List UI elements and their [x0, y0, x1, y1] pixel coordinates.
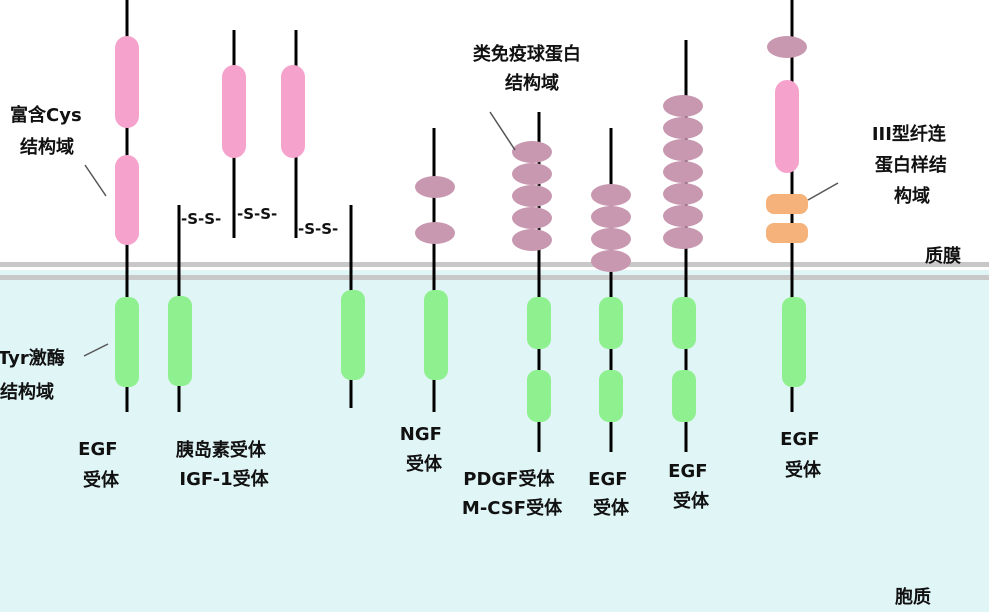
kinase-domain-split — [527, 370, 551, 422]
kinase-domain — [168, 296, 192, 386]
cys-domain — [115, 36, 139, 128]
ig-domain — [663, 161, 703, 183]
membrane-line-inner — [0, 275, 989, 280]
ig-domain — [663, 95, 703, 117]
kinase-domain — [115, 297, 139, 387]
ig-domain — [663, 139, 703, 161]
ig-domain — [415, 176, 455, 198]
receptor-egf-4 — [766, 0, 808, 412]
receptor-egf-2 — [591, 128, 631, 452]
ig-domain — [591, 228, 631, 250]
ig-domain — [591, 206, 631, 228]
disulfide-bond-1: -S-S- — [181, 210, 221, 228]
caption-insulin: 胰岛素受体 IGF-1受体 — [175, 439, 272, 490]
cys-domain — [115, 155, 139, 245]
pointer-kinase — [83, 343, 109, 357]
ig-domain — [663, 117, 703, 139]
ig-domain — [512, 207, 552, 229]
caption-egf-1: EGF 受体 — [78, 439, 124, 491]
kinase-domain — [341, 290, 365, 380]
ig-domain — [512, 185, 552, 207]
kinase-domain-split — [672, 297, 696, 349]
kinase-domain — [424, 290, 448, 380]
label-cytoplasm: 胞质 — [895, 586, 931, 608]
pointer-ig — [489, 111, 516, 151]
ig-domain — [512, 229, 552, 251]
receptor-insulin: -S-S- -S-S- -S-S- — [168, 30, 365, 412]
disulfide-bond-3: -S-S- — [298, 220, 338, 238]
caption-egf-3: EGF 受体 — [668, 461, 714, 512]
caption-egf-4: EGF 受体 — [780, 429, 826, 481]
receptor-egf-1 — [115, 0, 139, 412]
ig-domain — [663, 227, 703, 249]
label-tyr-kinase: Tyr激酶 结构域 — [0, 347, 71, 403]
fn3-domain — [766, 223, 808, 243]
caption-egf-2: EGF 受体 — [588, 469, 634, 519]
label-fn3-domain: III型纤连 蛋白样结 构域 — [872, 123, 953, 207]
fn3-domain — [766, 194, 808, 214]
ig-domain — [512, 141, 552, 163]
cys-domain — [775, 80, 799, 173]
cys-domain — [281, 65, 305, 158]
receptor-pdgf — [512, 112, 552, 452]
ig-domain — [512, 163, 552, 185]
ig-domain — [767, 36, 807, 58]
receptor-ngf — [415, 128, 455, 412]
ig-domain — [415, 222, 455, 244]
label-cys-domain: 富含Cys 结构域 — [10, 104, 88, 158]
kinase-domain-split — [599, 370, 623, 422]
ig-domain — [663, 183, 703, 205]
disulfide-bond-2: -S-S- — [237, 205, 277, 223]
kinase-domain-split — [527, 297, 551, 349]
caption-ngf: NGF 受体 — [400, 424, 448, 475]
ig-domain — [663, 205, 703, 227]
ig-domain — [591, 184, 631, 206]
kinase-domain-split — [599, 297, 623, 349]
cys-domain — [222, 65, 246, 158]
cytoplasm-region — [0, 270, 989, 612]
kinase-domain — [782, 297, 806, 387]
label-membrane: 质膜 — [925, 245, 961, 267]
ig-domain — [591, 250, 631, 272]
receptor-egf-3 — [663, 40, 703, 452]
kinase-domain-split — [672, 370, 696, 422]
pointer-fn3 — [807, 182, 839, 201]
pointer-cys — [84, 164, 107, 197]
label-ig-domain: 类免疫球蛋白 结构域 — [473, 43, 587, 94]
membrane-line-outer — [0, 262, 989, 267]
caption-pdgf: PDGF受体 M-CSF受体 — [462, 468, 563, 519]
